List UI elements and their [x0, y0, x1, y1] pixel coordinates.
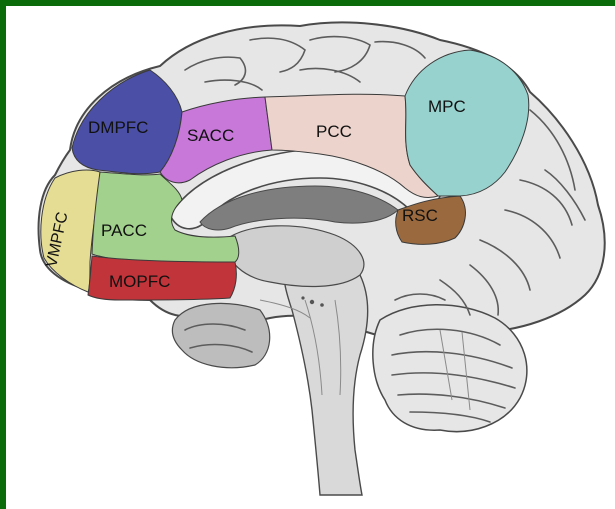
label-rsc: RSC — [402, 206, 438, 225]
label-pcc: PCC — [316, 122, 352, 141]
cerebellum — [373, 305, 527, 432]
label-dmpfc: DMPFC — [88, 118, 148, 137]
label-sacc: SACC — [187, 126, 234, 145]
brainstem — [284, 259, 368, 495]
temporal-lobe — [172, 303, 269, 367]
label-pacc: PACC — [101, 221, 147, 240]
label-mopfc: MOPFC — [109, 272, 170, 291]
label-mpc: MPC — [428, 97, 466, 116]
